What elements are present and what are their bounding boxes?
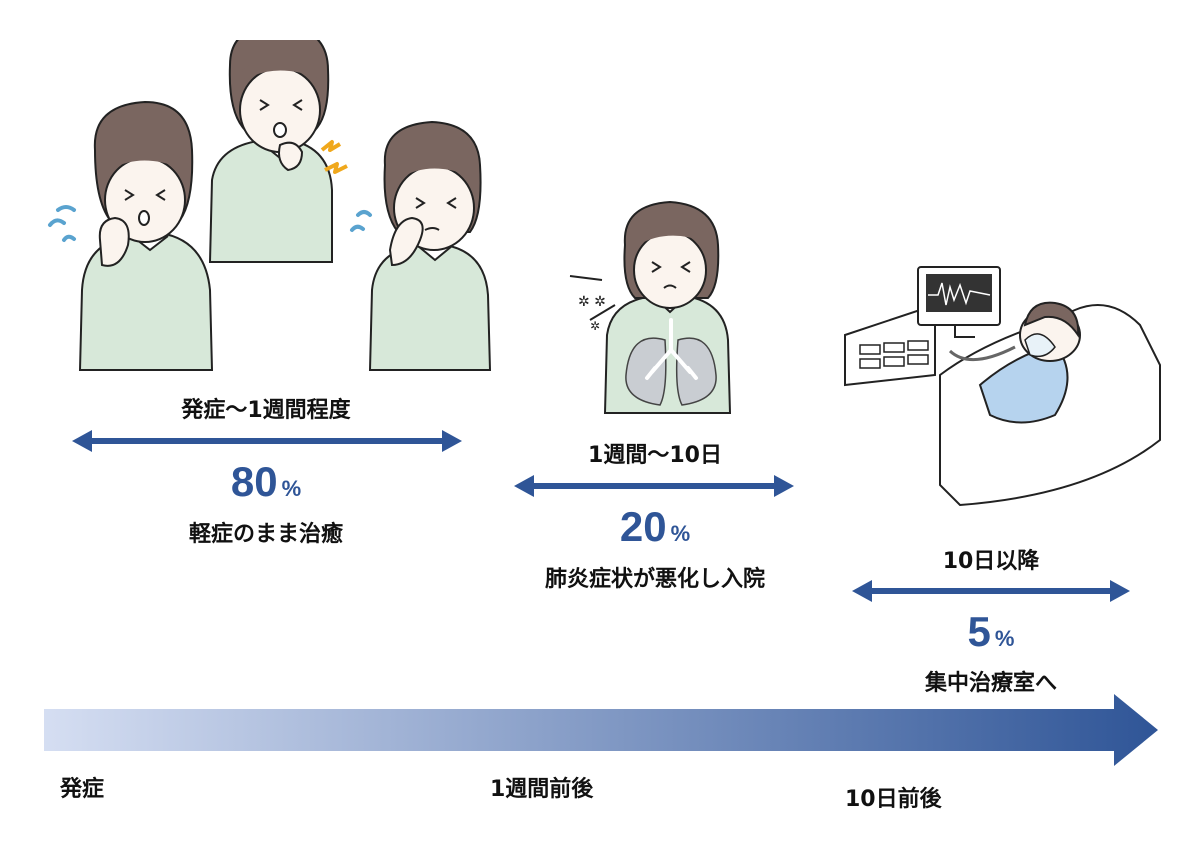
stage-range-arrow [72, 430, 462, 452]
mild-symptoms-illustration [48, 40, 492, 371]
coughing-woman-figure [48, 100, 214, 371]
percentage-value: 20 [619, 503, 667, 550]
stage-period-label: 1週間〜10日 [588, 443, 722, 468]
stage-outcome-label: 集中治療室へ [924, 671, 1057, 696]
stage-percentage: 20% [510, 503, 800, 551]
stage-period-label: 10日以降 [942, 549, 1040, 574]
percentage-value: 5 [967, 608, 991, 655]
svg-text:✲ ✲: ✲ ✲ [578, 294, 606, 310]
stage-range-arrow [514, 475, 794, 497]
sore-throat-woman-figure [208, 40, 348, 263]
stage-outcome-label: 軽症のまま治癒 [188, 522, 343, 547]
timeline-end-label: 10日前後 [845, 787, 942, 812]
percentage-unit: % [670, 521, 691, 546]
icu-illustration [844, 266, 1161, 507]
timeline-mid-label: 1週間前後 [490, 777, 594, 802]
percentage-value: 80 [230, 458, 278, 505]
stage-period-label: 発症〜1週間程度 [181, 398, 351, 423]
stage-percentage: 80% [70, 458, 462, 506]
heart-monitor-icon [917, 266, 1001, 338]
stage-percentage: 5% [850, 608, 1132, 656]
pneumonia-illustration: ✲ ✲ ✲ [569, 200, 732, 414]
timeline-start-label: 発症 [60, 777, 105, 802]
lungs-icon [625, 318, 717, 406]
svg-text:✲: ✲ [590, 319, 600, 333]
stage-range-arrow [852, 580, 1130, 602]
stage-outcome-label: 肺炎症状が悪化し入院 [544, 567, 765, 592]
percentage-unit: % [281, 476, 302, 501]
percentage-unit: % [994, 626, 1015, 651]
runny-nose-woman-figure [350, 120, 492, 371]
timeline-arrow [44, 694, 1158, 766]
